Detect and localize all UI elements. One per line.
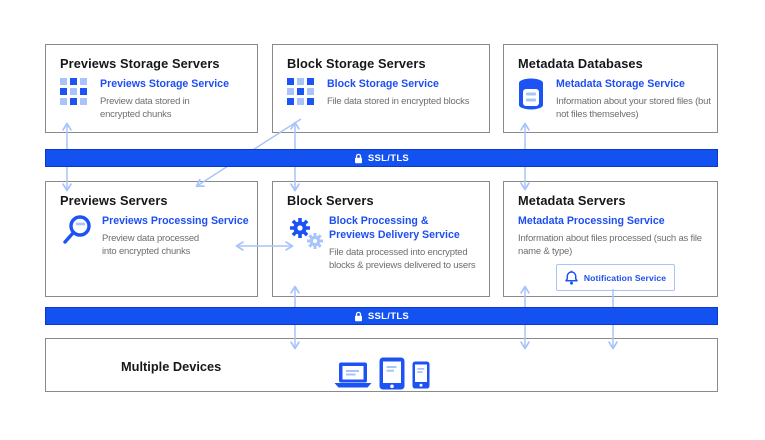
database-icon — [518, 78, 556, 116]
block-servers-box: Block Servers — [272, 181, 490, 297]
service-name: Block Storage Service — [327, 78, 439, 90]
ssl-label: SSL/TLS — [367, 152, 410, 164]
laptop-icon — [334, 362, 372, 393]
metadata-databases-box: Metadata Databases Metadata Storage Serv… — [503, 44, 718, 133]
gears-icon — [287, 215, 329, 264]
grid-icon — [287, 78, 327, 110]
service-description: Preview data processed into encrypted ch… — [102, 232, 199, 258]
lock-icon — [354, 311, 363, 322]
notification-service-label: Notification Service — [583, 272, 667, 283]
magnifier-icon — [60, 215, 102, 252]
service-description: Information about your stored files (but… — [556, 95, 711, 121]
devices-title: Multiple Devices — [121, 359, 222, 374]
service-description: Information about files processed (such … — [518, 232, 702, 258]
block-storage-servers-box: Block Storage Servers Block Storage Serv… — [272, 44, 490, 133]
ssl-tls-bar-upper: SSL/TLS — [45, 149, 718, 167]
phone-icon — [412, 361, 430, 394]
service-name: Block Processing & Previews Delivery Ser… — [329, 215, 460, 241]
box-title: Previews Servers — [60, 193, 168, 208]
previews-servers-box: Previews Servers Previews Processing Ser… — [45, 181, 258, 297]
box-title: Block Storage Servers — [287, 56, 426, 71]
lock-icon — [354, 153, 363, 164]
service-description: File data stored in encrypted blocks — [327, 95, 470, 107]
metadata-servers-box: Metadata Servers Metadata Processing Ser… — [503, 181, 718, 297]
service-description: File data processed into encrypted block… — [329, 246, 476, 272]
ssl-tls-bar-lower: SSL/TLS — [45, 307, 718, 325]
grid-icon — [60, 78, 100, 110]
notification-service-button: Notification Service — [556, 264, 675, 291]
multiple-devices-box: Multiple Devices — [45, 338, 718, 392]
service-name: Metadata Processing Service — [518, 215, 665, 227]
ssl-label: SSL/TLS — [367, 310, 410, 322]
service-description: Preview data stored in encrypted chunks — [100, 95, 190, 121]
service-name: Previews Processing Service — [102, 215, 249, 227]
box-title: Block Servers — [287, 193, 374, 208]
tablet-icon — [379, 357, 405, 395]
service-name: Metadata Storage Service — [556, 78, 685, 90]
service-name: Previews Storage Service — [100, 78, 229, 90]
previews-storage-servers-box: Previews Storage Servers Previews Storag… — [45, 44, 258, 133]
bell-icon — [565, 270, 578, 285]
box-title: Metadata Databases — [518, 56, 643, 71]
box-title: Metadata Servers — [518, 193, 626, 208]
box-title: Previews Storage Servers — [60, 56, 220, 71]
